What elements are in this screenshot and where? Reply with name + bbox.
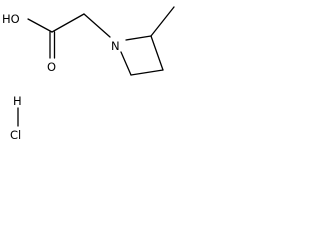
bond-ring-methyl [150, 6, 175, 37]
bond-ring-c2-c3 [150, 35, 164, 71]
bond-carboxyl-methylene [51, 13, 85, 33]
bond-ring-n-c2 [125, 35, 152, 41]
salt-hydrogen-label: H [13, 94, 22, 108]
carbonyl-oxygen-label: O [47, 60, 56, 74]
bond-ring-c3-c4 [130, 69, 164, 76]
bond-ring-c4-n [120, 51, 132, 76]
salt-chlorine-label: Cl [10, 128, 21, 142]
hydroxyl-label: HO [2, 12, 20, 26]
bond-hydroxyl-carbon [27, 18, 53, 33]
ring-nitrogen-label: N [111, 39, 120, 53]
chemical-structure-diagram: HO O N H Cl [2, 6, 175, 142]
bond-methylene-nitrogen [83, 13, 111, 38]
